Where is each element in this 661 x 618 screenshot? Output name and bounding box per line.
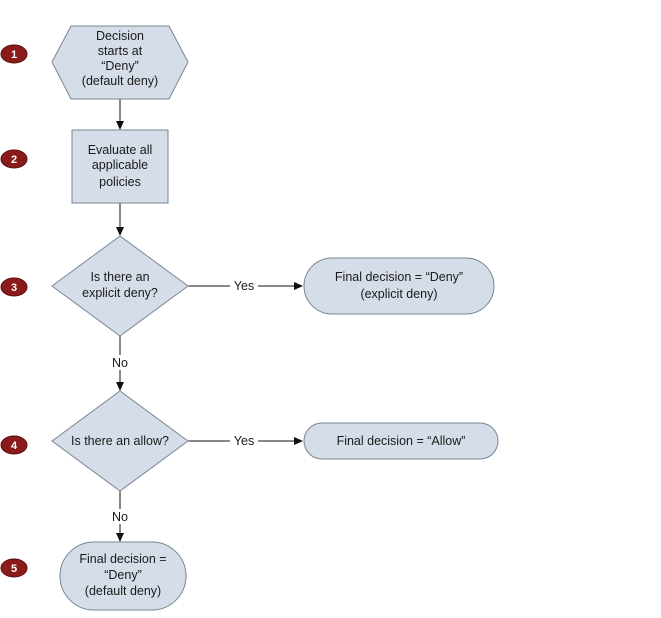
svg-text:Decision: Decision [96, 29, 144, 43]
svg-text:“Deny”: “Deny” [101, 59, 139, 73]
svg-text:Is there an allow?: Is there an allow? [71, 434, 169, 448]
svg-text:(explicit deny): (explicit deny) [360, 287, 437, 301]
svg-text:Final decision = “Allow”: Final decision = “Allow” [337, 434, 466, 448]
final-explicit-deny-node: Final decision = “Deny” (explicit deny) [303, 257, 495, 315]
explicit-deny-decision: Is there an explicit deny? [51, 235, 189, 337]
edge-label-allow-no: No [112, 510, 128, 524]
svg-text:Final decision =: Final decision = [79, 552, 166, 566]
step-badge-2: 2 [0, 149, 28, 169]
edge-label-explicit-no: No [112, 356, 128, 370]
svg-text:explicit deny?: explicit deny? [82, 286, 158, 300]
step-badge-4: 4 [0, 435, 28, 455]
svg-text:policies: policies [99, 175, 141, 189]
svg-text:4: 4 [11, 440, 18, 452]
svg-text:starts at: starts at [98, 44, 143, 58]
edge-label-explicit-yes: Yes [234, 279, 254, 293]
edge-label-allow-yes: Yes [234, 434, 254, 448]
svg-text:5: 5 [11, 563, 17, 575]
step-badge-3: 3 [0, 277, 28, 297]
svg-text:3: 3 [11, 282, 17, 294]
allow-decision: Is there an allow? [51, 390, 189, 492]
step-badge-1: 1 [0, 44, 28, 64]
svg-text:2: 2 [11, 154, 17, 166]
svg-text:(default deny): (default deny) [85, 584, 161, 598]
svg-text:1: 1 [11, 49, 17, 61]
step-badge-5: 5 [0, 558, 28, 578]
svg-text:Is there an: Is there an [90, 270, 149, 284]
svg-text:(default deny): (default deny) [82, 74, 158, 88]
svg-text:“Deny”: “Deny” [104, 568, 142, 582]
start-node: Decision starts at “Deny” (default deny) [51, 25, 189, 100]
svg-text:applicable: applicable [92, 158, 148, 172]
final-default-deny-node: Final decision = “Deny” (default deny) [59, 541, 187, 611]
evaluate-policies-node: Evaluate all applicable policies [71, 129, 169, 204]
final-allow-node: Final decision = “Allow” [303, 422, 499, 460]
svg-text:Final decision = “Deny”: Final decision = “Deny” [335, 270, 463, 284]
svg-text:Evaluate all: Evaluate all [88, 143, 153, 157]
